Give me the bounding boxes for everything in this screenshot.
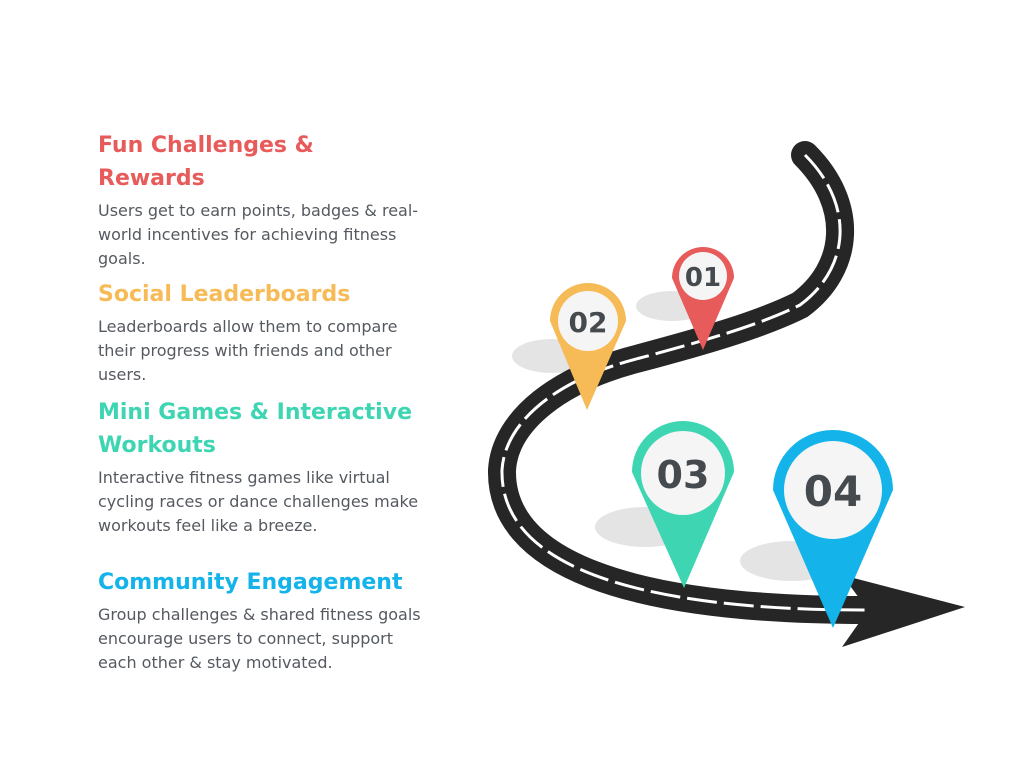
step-3-block: Mini Games & Interactive Workouts Intera… <box>98 396 428 538</box>
pin-1-number: 01 <box>685 263 721 293</box>
step-1-block: Fun Challenges & Rewards Users get to ea… <box>98 129 428 271</box>
step-4-block: Community Engagement Group challenges & … <box>98 566 428 675</box>
step-1-title: Fun Challenges & Rewards <box>98 133 314 191</box>
step-4-title: Community Engagement <box>98 570 403 595</box>
road-arrowhead <box>842 575 965 647</box>
pin-2-number: 02 <box>569 306 608 339</box>
pin-3-number: 03 <box>657 453 710 497</box>
step-1-description: Users get to earn points, badges & real-… <box>98 201 419 268</box>
pin-2: 02 <box>550 283 626 410</box>
step-4-description: Group challenges & shared fitness goals … <box>98 605 421 672</box>
step-3-description: Interactive fitness games like virtual c… <box>98 468 419 535</box>
pin-4: 04 <box>773 430 893 628</box>
step-2-title: Social Leaderboards <box>98 282 351 307</box>
pin-4-number: 04 <box>804 467 862 516</box>
step-2-description: Leaderboards allow them to compare their… <box>98 317 398 384</box>
step-3-title: Mini Games & Interactive Workouts <box>98 400 412 458</box>
step-2-block: Social Leaderboards Leaderboards allow t… <box>98 278 428 387</box>
pin-3: 03 <box>632 421 734 588</box>
pin-1: 01 <box>672 247 734 350</box>
